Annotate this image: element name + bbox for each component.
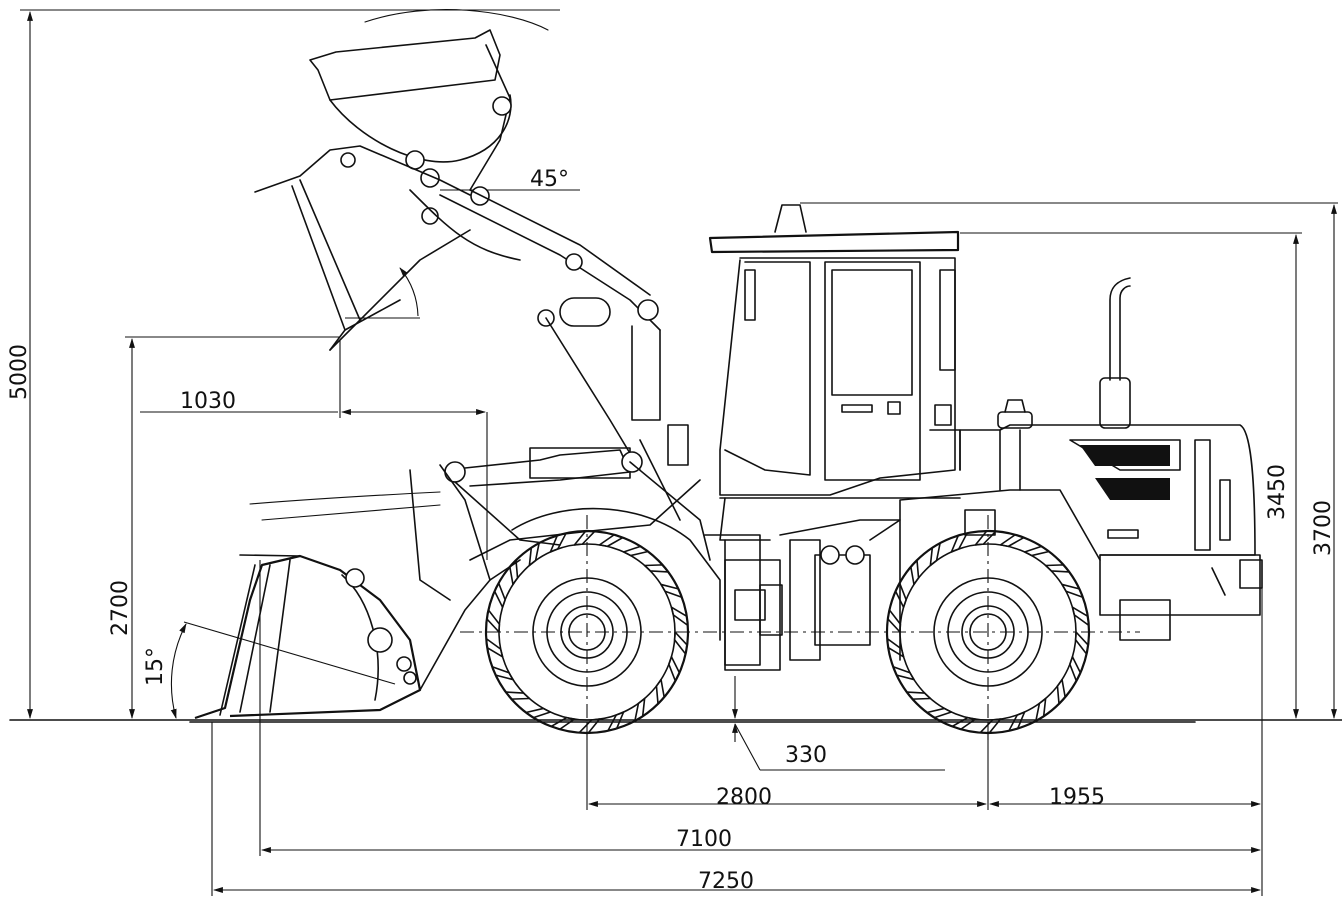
tread-lug	[910, 559, 920, 586]
tread-lug	[1035, 697, 1047, 722]
dim-45-label: 45°	[530, 167, 569, 192]
tread-lug	[486, 609, 501, 633]
dim-wheelbase: 2800 1955	[586, 560, 1263, 896]
tread-lug	[886, 637, 905, 658]
air-cleaner	[997, 399, 1033, 429]
dim-dump-angle: 45°	[345, 167, 580, 319]
dim-7250-label: 7250	[698, 869, 754, 894]
lift-arms	[444, 424, 711, 561]
tread-lug	[1061, 583, 1084, 599]
tread-lug	[549, 532, 567, 553]
tread-lug	[634, 697, 646, 722]
tread-lug	[573, 530, 596, 546]
dim-2800-label: 2800	[716, 785, 772, 810]
tread-lug	[643, 564, 670, 573]
tread-lug	[607, 711, 625, 732]
exhaust-stack	[1099, 277, 1131, 429]
tread-lug	[894, 582, 907, 609]
ground-line	[9, 719, 1342, 723]
tread-lug	[1008, 711, 1026, 732]
dim-pin-height: 2700	[108, 336, 340, 719]
tread-lug	[1074, 631, 1089, 655]
tread-lug	[622, 545, 649, 557]
dim-ground-clearance: 330	[732, 676, 945, 771]
tread-lug	[950, 532, 968, 553]
dim-15-label: 15°	[143, 647, 168, 686]
raised-bucket-ghost	[254, 9, 661, 471]
tread-lug	[1023, 545, 1050, 557]
tread-lug	[578, 718, 601, 734]
operator-cab	[708, 204, 961, 541]
tread-lug	[892, 665, 915, 681]
tread-lug	[951, 716, 977, 731]
tread-lug	[974, 530, 997, 546]
dim-5000-label: 5000	[7, 344, 32, 400]
tread-lug	[525, 707, 552, 719]
tread-lug	[673, 631, 688, 655]
tread-lug	[999, 533, 1025, 548]
tread-lug	[598, 533, 624, 548]
tread-lug	[1069, 655, 1082, 682]
dim-330-label: 330	[785, 743, 827, 768]
tread-lug	[491, 665, 514, 681]
dim-7100-label: 7100	[676, 827, 732, 852]
dim-1030-label: 1030	[180, 389, 236, 414]
chassis-frame	[704, 489, 1263, 671]
tread-lug	[485, 637, 504, 658]
dim-right-heights: 3450 3700	[800, 202, 1338, 719]
dim-overall-length: 7250	[211, 722, 1261, 896]
dim-rollback-angle: 15°	[143, 621, 396, 719]
dim-overall-height: 5000	[7, 9, 560, 719]
tread-lug	[550, 716, 576, 731]
dim-3700-label: 3700	[1311, 500, 1336, 556]
tread-lug	[493, 582, 506, 609]
tread-lug	[979, 718, 1002, 734]
tread-lug	[655, 678, 665, 705]
tread-lug	[905, 691, 932, 700]
tread-lug	[926, 707, 953, 719]
tread-lug	[668, 655, 681, 682]
tread-lug	[660, 583, 683, 599]
tread-lug	[670, 606, 689, 627]
dim-dump-reach: 1030	[140, 340, 488, 560]
dim-2700-label: 2700	[108, 580, 133, 636]
front-wheel	[484, 507, 721, 735]
dim-3450-label: 3450	[1265, 464, 1290, 520]
tread-lug	[1071, 606, 1090, 627]
engine-hood	[959, 424, 1256, 556]
dim-length-no-bucket: 7100	[259, 560, 1261, 856]
lowered-bucket	[194, 464, 521, 720]
tread-lug	[528, 542, 540, 567]
dim-1955-label: 1955	[1049, 785, 1105, 810]
tread-lug	[1044, 564, 1070, 573]
tread-lug	[509, 559, 519, 586]
tread-lug	[929, 542, 941, 567]
tread-lug	[504, 691, 531, 700]
tread-lug	[1056, 678, 1066, 705]
rear-tire-tread	[886, 530, 1090, 734]
front-tire-tread	[485, 530, 689, 734]
